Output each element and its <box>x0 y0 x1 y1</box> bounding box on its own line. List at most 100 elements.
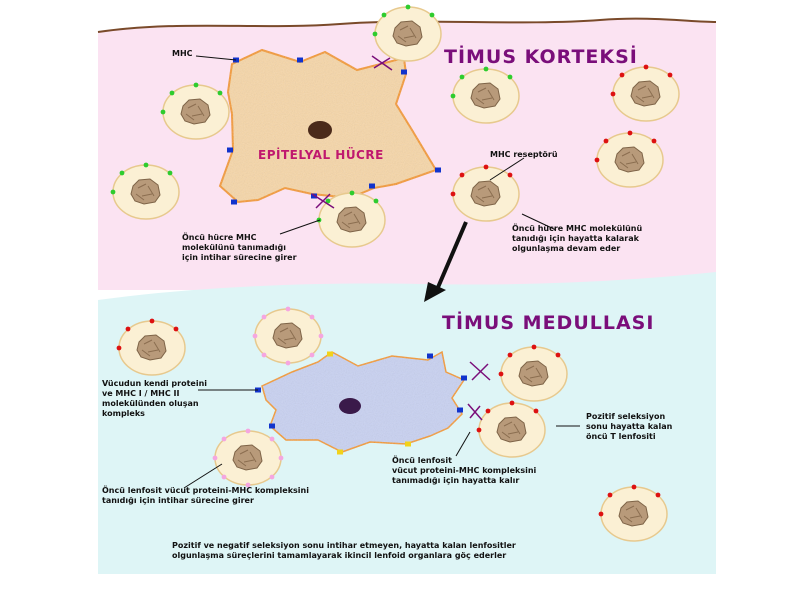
medulla-positive-note: Pozitif seleksiyon sonu hayatta kalan ön… <box>586 412 672 442</box>
receptor-dot <box>285 360 291 366</box>
receptor-dot <box>667 72 673 78</box>
complex-line-4: kompleks <box>102 409 145 418</box>
pointer-lines <box>183 55 580 489</box>
positive-line-3: öncü T lenfositi <box>586 432 656 441</box>
thymocyte-cell-icon <box>160 82 230 140</box>
cross-mark-icon <box>311 55 491 421</box>
cortex-death-line-3: için intihar sürecine girer <box>182 253 297 262</box>
receptor-dot <box>610 91 616 97</box>
receptor-dot <box>643 64 649 70</box>
epithelial-nucleus <box>308 121 332 139</box>
receptor-dot <box>429 12 435 18</box>
receptor-dot <box>507 74 513 80</box>
dendritic-nucleus <box>339 398 361 414</box>
receptor-dot <box>603 138 609 144</box>
cortex-death-note: Öncü hücre MHC molekülünü tanımadığı içi… <box>182 233 297 263</box>
thymocyte-cell-icon <box>594 130 664 188</box>
receptor-dot <box>245 428 251 434</box>
receptor-dot <box>533 408 539 414</box>
receptor-dot <box>373 198 379 204</box>
medulla-death-line-2: tanıdığı için intihar sürecine girer <box>102 496 254 505</box>
protein-mhc-complex-marker <box>457 407 463 413</box>
cortex-survive-note: Öncü hücre MHC molekülünü tanıdığı için … <box>512 224 642 254</box>
receptor-dot <box>509 400 515 406</box>
receptor-dot <box>221 436 227 442</box>
medulla-survive-line-2: vücut proteini-MHC kompleksini <box>392 466 537 475</box>
receptor-dot <box>125 326 131 332</box>
medulla-death-line-1: Öncü lenfosit vücut proteini-MHC komplek… <box>102 486 309 495</box>
receptor-dot <box>143 162 149 168</box>
cortex-survive-line-2: tanıdığı için hayatta kalarak <box>512 234 639 243</box>
protein-mhc-complex-marker <box>405 441 411 447</box>
receptor-dot <box>173 326 179 332</box>
thymocyte-cell-icon <box>372 4 442 62</box>
receptor-dot <box>531 344 537 350</box>
mhc-marker <box>435 167 441 173</box>
receptor-dot <box>119 170 125 176</box>
cortex-death-line-2: molekülünü tanımadığı <box>182 243 286 252</box>
complex-line-1: Vücudun kendi proteini <box>102 379 208 388</box>
receptor-dot <box>349 190 355 196</box>
medulla-survive-line-3: tanımadığı için hayatta kalır <box>392 476 520 485</box>
epithelial-cell-label: EPİTELYAL HÜCRE <box>258 148 384 162</box>
receptor-dot <box>372 31 378 37</box>
medulla-title: TİMUS MEDULLASI <box>442 312 655 334</box>
footer-line-2: olgunlaşma süreçlerini tamamlayarak ikin… <box>172 551 507 560</box>
receptor-dot <box>459 172 465 178</box>
medulla-complex-note: Vücudun kendi proteini ve MHC I / MHC II… <box>102 379 207 419</box>
receptor-dot <box>252 333 258 339</box>
protein-mhc-complex-marker <box>461 375 467 381</box>
receptor-dot <box>594 157 600 163</box>
complex-line-3: molekülünden oluşan <box>102 399 199 408</box>
receptor-dot <box>193 82 199 88</box>
mhc-receptor-label: MHC reseptörü <box>490 150 558 159</box>
mhc-marker <box>401 69 407 75</box>
receptor-dot <box>483 164 489 170</box>
thymocyte-cell-icon <box>610 64 680 122</box>
positive-line-1: Pozitif seleksiyon <box>586 412 666 421</box>
protein-mhc-complex-marker <box>427 353 433 359</box>
medulla-survive-line-1: Öncü lenfosit <box>392 456 452 465</box>
thymocyte-cell-icon <box>212 428 284 488</box>
thymocyte-cell-icon <box>450 164 520 222</box>
thymocyte-cell-icon <box>498 344 568 402</box>
receptor-dot <box>476 427 482 433</box>
thymocyte-cell-icon <box>476 400 546 458</box>
receptor-dot <box>149 318 155 324</box>
down-arrow-icon <box>424 221 468 302</box>
receptor-dot <box>381 12 387 18</box>
footer-line-1: Pozitif ve negatif seleksiyon sonu intih… <box>172 541 516 550</box>
receptor-dot <box>245 482 251 488</box>
receptor-dot <box>598 511 604 517</box>
receptor-dot <box>217 90 223 96</box>
protein-mhc-complex-marker <box>337 449 343 455</box>
receptor-dot <box>607 492 613 498</box>
thymocyte-cell-icon <box>450 66 520 124</box>
receptor-dot <box>318 333 324 339</box>
mhc-marker <box>227 147 233 153</box>
cortex-survive-line-3: olgunlaşma devam eder <box>512 244 621 253</box>
thymocyte-cell-icon <box>116 318 186 376</box>
receptor-dot <box>450 93 456 99</box>
receptor-dot <box>160 109 166 115</box>
positive-line-2: sonu hayatta kalan <box>586 422 673 431</box>
mhc-label: MHC <box>172 49 193 58</box>
receptor-dot <box>483 66 489 72</box>
receptor-dot <box>627 130 633 136</box>
receptor-dot <box>450 191 456 197</box>
receptor-dot <box>212 455 218 461</box>
medulla-death-note: Öncü lenfosit vücut proteini-MHC komplek… <box>102 486 309 506</box>
receptor-dot <box>619 72 625 78</box>
protein-mhc-complex-marker <box>327 351 333 357</box>
receptor-dot <box>278 455 284 461</box>
thymocyte-cell-icon <box>110 162 180 220</box>
receptor-dot <box>507 352 513 358</box>
receptor-dot <box>325 198 331 204</box>
receptor-dot <box>631 484 637 490</box>
mhc-marker <box>231 199 237 205</box>
receptor-dot <box>405 4 411 10</box>
mhc-marker <box>297 57 303 63</box>
medulla-survive-note: Öncü lenfosit vücut proteini-MHC komplek… <box>392 456 536 486</box>
receptor-dot <box>655 492 661 498</box>
receptor-dot <box>309 352 315 358</box>
